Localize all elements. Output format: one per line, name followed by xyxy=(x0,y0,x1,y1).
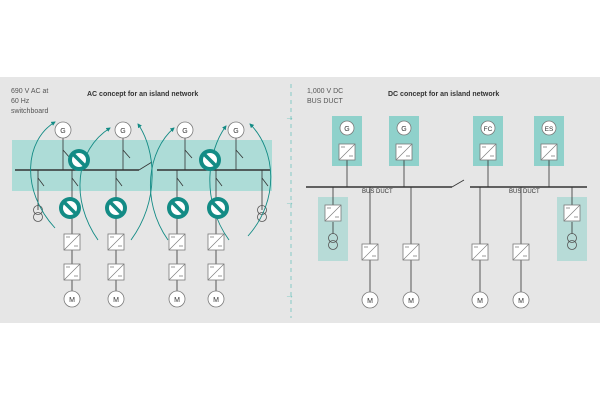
dc-converter xyxy=(402,243,420,261)
dc-fuel-cell: FC xyxy=(480,120,496,136)
svg-text:M: M xyxy=(69,297,75,304)
svg-text:M: M xyxy=(113,297,119,304)
arrow-right-icon: → xyxy=(285,112,294,122)
dc-motor: M xyxy=(471,291,489,309)
prohibited-icon xyxy=(57,195,83,221)
dc-converter xyxy=(324,204,342,222)
svg-text:G: G xyxy=(120,128,125,135)
ac-power-flow-arrow xyxy=(247,123,272,237)
dc-motor: M xyxy=(361,291,379,309)
dc-converter xyxy=(361,243,379,261)
ac-power-flow-arrow xyxy=(130,123,153,241)
prohibited-icon xyxy=(66,147,92,173)
prohibited-icon xyxy=(165,195,191,221)
prohibited-icon xyxy=(103,195,129,221)
arrow-right-icon: → xyxy=(285,197,294,207)
svg-text:M: M xyxy=(408,298,414,305)
dc-generator: G xyxy=(396,120,412,136)
ac-switchboard-label: 690 V AC at 60 Hz switchboard xyxy=(11,88,50,115)
dc-converter xyxy=(395,143,413,161)
ac-title: AC concept for an island network xyxy=(87,91,198,98)
dc-bus-label: 1,000 V DC BUS DUCT xyxy=(307,88,345,105)
ac-converter xyxy=(107,263,125,281)
dc-title: DC concept for an island network xyxy=(388,91,499,98)
dc-converter xyxy=(479,143,497,161)
ac-switchboard-band xyxy=(12,140,272,191)
svg-text:G: G xyxy=(60,128,65,135)
ac-power-flow-arrow xyxy=(79,127,111,241)
ac-converter xyxy=(168,233,186,251)
section-divider: → → → xyxy=(285,84,294,318)
ac-power-flow-arrow xyxy=(209,125,230,241)
svg-text:M: M xyxy=(213,297,219,304)
svg-text:M: M xyxy=(518,298,524,305)
dc-converter xyxy=(471,243,489,261)
dc-converter xyxy=(512,243,530,261)
svg-text:G: G xyxy=(401,126,406,133)
ac-power-flow-arrow xyxy=(30,121,56,229)
ac-generator: G xyxy=(227,121,245,139)
dc-converter xyxy=(563,204,581,222)
ac-generator: G xyxy=(176,121,194,139)
ac-converter xyxy=(207,263,225,281)
bus-duct-label: BUS DUCT xyxy=(509,189,540,195)
svg-text:G: G xyxy=(233,128,238,135)
svg-text:G: G xyxy=(182,128,187,135)
svg-text:M: M xyxy=(477,298,483,305)
ac-generator: G xyxy=(54,121,72,139)
svg-text:M: M xyxy=(367,298,373,305)
prohibited-icon xyxy=(197,147,223,173)
ac-converter xyxy=(168,263,186,281)
ac-power-flow-arrow xyxy=(149,127,175,241)
dc-motor: M xyxy=(512,291,530,309)
ac-concept-section: 690 V AC at 60 Hz switchboard AC concept… xyxy=(11,88,272,308)
dc-converter xyxy=(338,143,356,161)
svg-text:G: G xyxy=(344,126,349,133)
dc-motor: M xyxy=(402,291,420,309)
ac-converter xyxy=(63,263,81,281)
arrow-right-icon: → xyxy=(285,290,294,300)
diagram-panel xyxy=(0,77,600,323)
svg-text:M: M xyxy=(174,297,180,304)
ac-converter xyxy=(63,233,81,251)
dc-energy-storage: ES xyxy=(541,120,557,136)
ac-motor: M xyxy=(168,290,186,308)
svg-text:ES: ES xyxy=(545,126,554,133)
bus-duct-label: BUS DUCT xyxy=(362,189,393,195)
ac-motor: M xyxy=(107,290,125,308)
ac-converter xyxy=(207,233,225,251)
svg-text:FC: FC xyxy=(484,126,493,133)
ac-generator: G xyxy=(114,121,132,139)
ac-motor: M xyxy=(207,290,225,308)
dc-generator: G xyxy=(339,120,355,136)
ac-converter xyxy=(107,233,125,251)
dc-converter xyxy=(540,143,558,161)
dc-concept-section: 1,000 V DC BUS DUCT DC concept for an is… xyxy=(306,88,587,309)
ac-motor: M xyxy=(63,290,81,308)
prohibited-icon xyxy=(205,195,231,221)
